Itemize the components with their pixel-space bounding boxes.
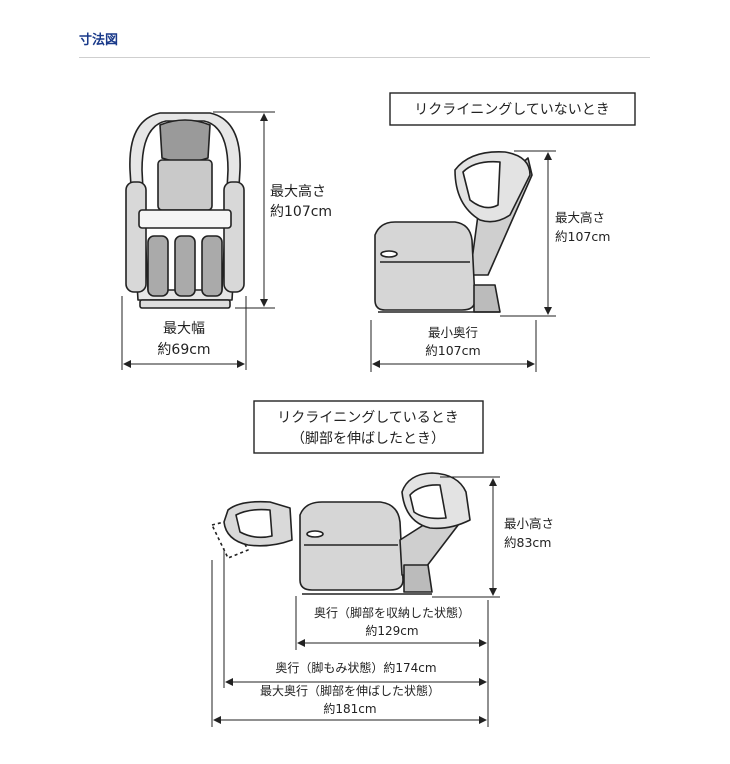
front-width-value: 約69cm xyxy=(157,342,210,358)
reclined-depth-dimensions xyxy=(211,548,489,727)
reclined-height-dimension xyxy=(432,476,500,598)
heading-divider xyxy=(79,57,650,58)
upright-caption: リクライニングしていないとき xyxy=(414,102,610,118)
reclined-dim2-label: 奥行（脚もみ状態）約174cm xyxy=(275,660,436,675)
upright-height-value: 約107cm xyxy=(555,229,610,244)
front-height-title: 最大高さ xyxy=(270,183,326,200)
front-width-title: 最大幅 xyxy=(163,321,205,337)
reclined-dim3-title: 最大奥行（脚部を伸ばした状態） xyxy=(260,683,440,698)
front-height-value: 約107cm xyxy=(270,204,332,220)
upright-caption-box xyxy=(389,92,636,126)
front-width-dimension xyxy=(121,296,247,370)
reclined-caption-line1: リクライニングしているとき xyxy=(277,410,459,426)
reclined-caption-box xyxy=(253,400,484,454)
reclined-height-value: 約83cm xyxy=(504,535,551,550)
upright-depth-value: 約107cm xyxy=(425,343,480,358)
page-heading: 寸法図 xyxy=(79,33,119,48)
reclined-caption-line2: （脚部を伸ばしたとき） xyxy=(291,431,445,447)
upright-side-chair xyxy=(374,151,533,313)
reclined-height-title: 最小高さ xyxy=(504,516,554,531)
reclined-dim3-value: 約181cm xyxy=(323,701,376,716)
reclined-dim1-title: 奥行（脚部を収納した状態） xyxy=(314,605,470,620)
upright-height-dimension xyxy=(500,150,556,317)
upright-depth-dimension xyxy=(370,320,537,372)
upright-height-title: 最大高さ xyxy=(555,210,605,225)
front-height-dimension xyxy=(213,111,275,309)
reclined-dim1-value: 約129cm xyxy=(365,623,418,638)
upright-depth-title: 最小奥行 xyxy=(428,325,478,340)
front-view-chair xyxy=(125,112,245,309)
reclined-side-chair xyxy=(211,472,471,595)
